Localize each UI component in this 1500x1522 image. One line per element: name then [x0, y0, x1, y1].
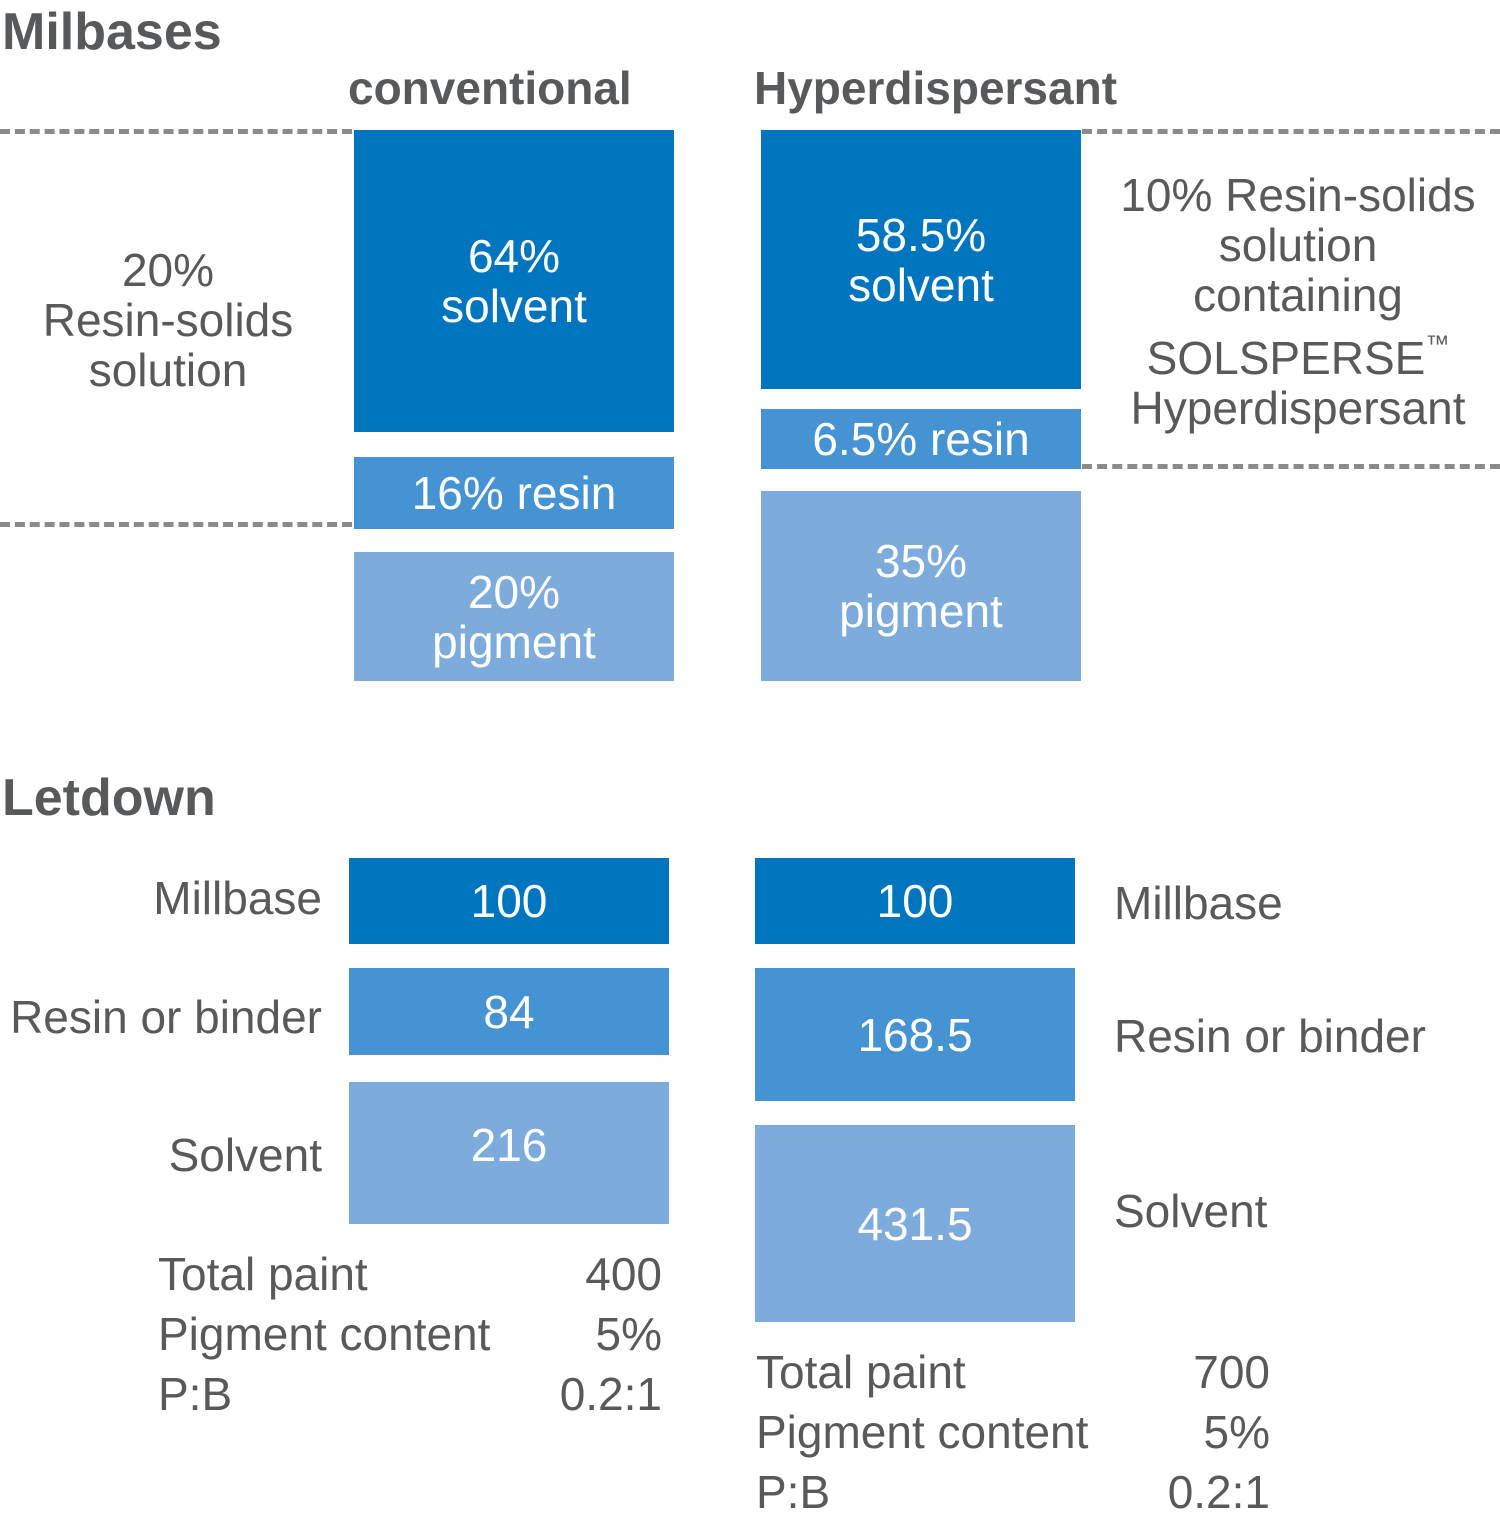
side-label-line: Resin-solids — [42, 294, 294, 346]
stat-row-total-paint: Total paint 700 — [756, 1342, 1270, 1402]
side-label-line: containing — [1193, 269, 1403, 321]
stat-value: 700 — [1193, 1346, 1270, 1398]
hyper-resin-block: 6.5% resin — [761, 409, 1081, 469]
conventional-millbase-block: 100 — [349, 858, 669, 944]
conventional-solvent-block: 64%solvent — [354, 130, 674, 432]
stat-label: Pigment content — [158, 1308, 491, 1360]
trademark-symbol: ™ — [1425, 331, 1450, 358]
solvent-name: solvent — [441, 280, 587, 332]
conventional-heading: conventional — [348, 62, 632, 114]
hyper-millbase-block: 100 — [755, 858, 1075, 944]
hyper-resin-block: 168.5 — [755, 968, 1075, 1101]
conventional-pigment-block: 20%pigment — [354, 552, 674, 681]
conventional-resin-block: 16% resin — [354, 457, 674, 529]
stat-value: 0.2:1 — [559, 1368, 662, 1420]
conventional-resin-solution-label: 20% Resin-solids solution — [18, 245, 318, 395]
solvent-value: 431.5 — [857, 1197, 973, 1250]
side-label-line: 20% — [121, 244, 215, 296]
stat-row-pb: P:B 0.2:1 — [158, 1364, 662, 1424]
conventional-resin-label: Resin or binder — [10, 991, 322, 1043]
dash-bottom-right — [1082, 464, 1500, 469]
stat-label: P:B — [756, 1466, 831, 1518]
dash-top-left — [0, 129, 352, 134]
stat-value: 5% — [1203, 1406, 1270, 1458]
letdown-title: Letdown — [2, 769, 216, 827]
stat-label: Pigment content — [756, 1406, 1089, 1458]
solvent-pct: 58.5% — [855, 208, 987, 261]
hyper-solvent-block: 431.5 — [755, 1125, 1075, 1322]
resin-text: 16% resin — [411, 467, 617, 519]
stat-row-pigment-content: Pigment content 5% — [158, 1304, 662, 1364]
stat-value: 400 — [585, 1248, 662, 1300]
stat-row-pigment-content: Pigment content 5% — [756, 1402, 1270, 1462]
conventional-solvent-block: 216 — [349, 1082, 669, 1224]
hyper-millbase-label: Millbase — [1114, 877, 1283, 929]
hyper-resin-solution-label: 10% Resin-solids solution containing SOL… — [1098, 170, 1498, 433]
pigment-pct: 35% — [874, 535, 968, 587]
side-label-line: Hyperdispersant — [1130, 382, 1466, 434]
solvent-pct: 64% — [467, 230, 561, 282]
pigment-name: pigment — [432, 615, 596, 668]
hyper-pigment-block: 35%pigment — [761, 491, 1081, 681]
conventional-resin-block: 84 — [349, 968, 669, 1055]
stat-label: P:B — [158, 1368, 233, 1420]
conventional-stats: Total paint 400 Pigment content 5% P:B 0.2:… — [158, 1244, 662, 1424]
dash-top-right — [1082, 129, 1500, 134]
solvent-value: 216 — [470, 1119, 548, 1171]
hyper-stats: Total paint 700 Pigment content 5% P:B 0.2:… — [756, 1342, 1270, 1522]
stat-row-total-paint: Total paint 400 — [158, 1244, 662, 1304]
millbase-value: 100 — [470, 875, 548, 927]
stat-row-pb: P:B 0.2:1 — [756, 1462, 1270, 1522]
hyper-solvent-block: 58.5%solvent — [761, 130, 1081, 389]
pigment-name: pigment — [839, 585, 1003, 637]
resin-text: 6.5% resin — [812, 413, 1030, 465]
side-label-line: SOLSPERSE™ — [1098, 320, 1498, 383]
pigment-pct: 20% — [467, 565, 561, 618]
stat-value: 0.2:1 — [1167, 1466, 1270, 1518]
millbase-value: 100 — [876, 875, 954, 927]
hyper-solvent-label: Solvent — [1114, 1185, 1268, 1237]
milbases-title: Milbases — [2, 3, 222, 61]
conventional-solvent-label: Solvent — [168, 1129, 322, 1181]
stat-value: 5% — [595, 1308, 662, 1360]
hyper-resin-label: Resin or binder — [1114, 1010, 1426, 1062]
solvent-name: solvent — [848, 258, 994, 311]
resin-value: 168.5 — [857, 1008, 973, 1061]
dash-bottom-left — [0, 522, 352, 527]
hyperdispersant-heading: Hyperdispersant — [754, 62, 1118, 114]
side-label-line: 10% Resin-solids — [1120, 169, 1476, 221]
side-label-line: solution — [1218, 219, 1378, 271]
stat-label: Total paint — [158, 1248, 368, 1300]
resin-value: 84 — [483, 985, 535, 1038]
solsperse-text: SOLSPERSE — [1146, 332, 1426, 384]
conventional-millbase-label: Millbase — [153, 872, 322, 924]
stat-label: Total paint — [756, 1346, 966, 1398]
side-label-line: solution — [88, 344, 248, 396]
